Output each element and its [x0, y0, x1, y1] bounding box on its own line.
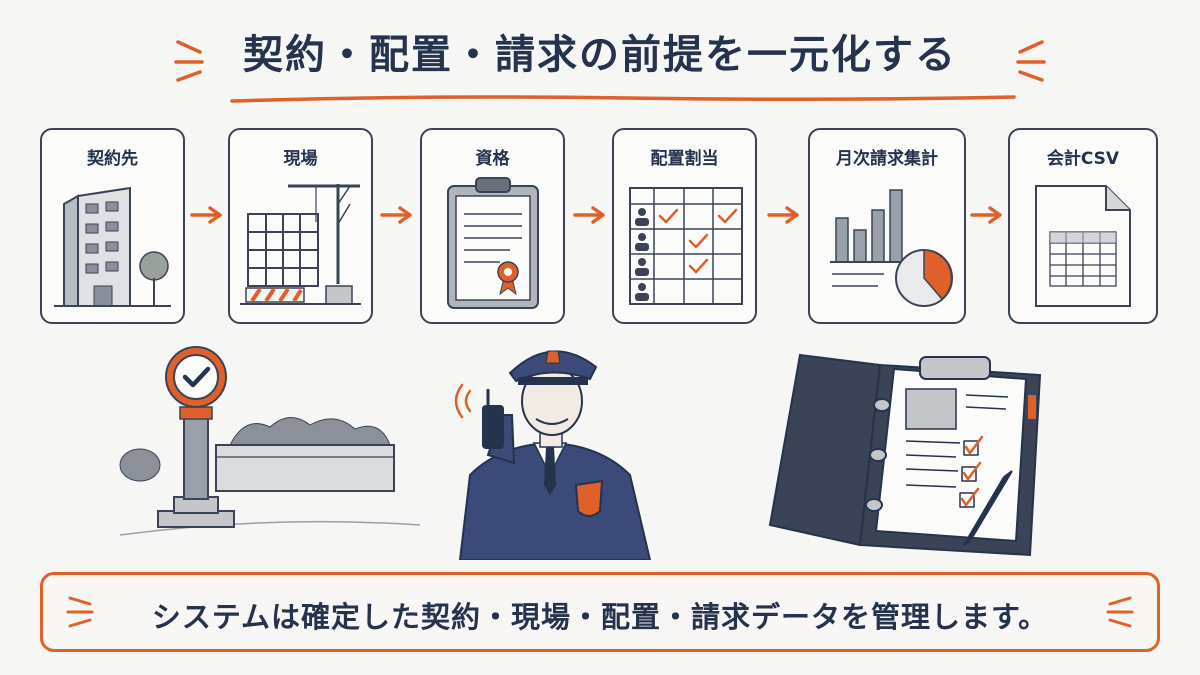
- step-label: 会計CSV: [1046, 149, 1120, 169]
- step-qualification: 資格: [420, 128, 565, 324]
- step-label: 配置割当: [650, 149, 719, 169]
- summary-spark-right-icon: [1106, 596, 1134, 628]
- summary-box: システムは確定した契約・現場・配置・請求データを管理します。: [40, 572, 1160, 652]
- step-label: 資格: [475, 149, 510, 169]
- flow-arrow-icon: [767, 206, 799, 224]
- security-guard-scene: [454, 350, 652, 560]
- office-building-icon: [54, 186, 171, 307]
- step-label: 月次請求集計: [836, 149, 938, 169]
- step-label: 現場: [283, 149, 318, 169]
- step-site: 現場: [228, 128, 373, 324]
- flow-arrow-icon: [573, 206, 605, 224]
- flow-arrow-icon: [380, 206, 412, 224]
- summary-spark-left-icon: [66, 596, 94, 628]
- step-accounting-csv: 会計CSV: [1008, 128, 1158, 324]
- check-sign-scene: [119, 346, 421, 536]
- step-monthly-billing: 月次請求集計: [808, 128, 966, 324]
- page-title: 契約・配置・請求の前提を一元化する: [243, 32, 957, 78]
- flow-arrow-icon: [970, 206, 1002, 224]
- title-underline: [230, 95, 1016, 103]
- title-spark-left-icon: [174, 40, 204, 82]
- title-spark-right-icon: [1016, 40, 1046, 82]
- csv-document-icon: [1035, 185, 1131, 307]
- title-area: 契約・配置・請求の前提を一元化する: [0, 22, 1200, 80]
- step-assignment: 配置割当: [612, 128, 757, 324]
- assignment-calendar-icon: [629, 187, 743, 305]
- construction-site-icon: [240, 184, 361, 305]
- billing-chart-icon: [830, 189, 953, 307]
- step-label: 契約先: [87, 149, 138, 169]
- flow-arrow-icon: [190, 206, 222, 224]
- step-contractor: 契約先: [40, 128, 185, 324]
- certificate-clipboard-icon: [447, 177, 539, 309]
- summary-text: システムは確定した契約・現場・配置・請求データを管理します。: [151, 600, 1049, 634]
- binder-document-scene: [768, 353, 1042, 557]
